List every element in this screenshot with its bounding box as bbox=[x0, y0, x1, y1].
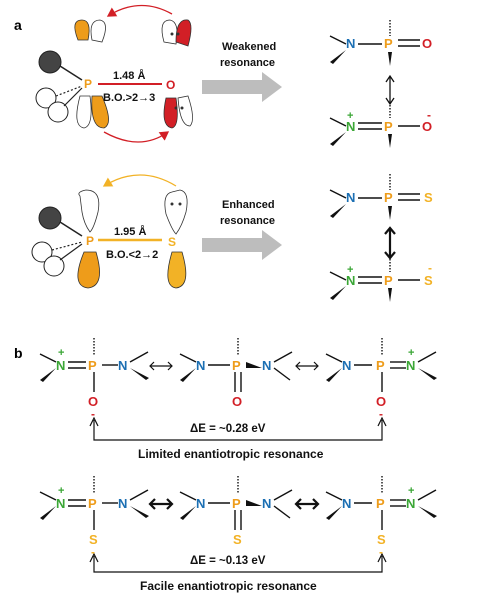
c1-n: N bbox=[118, 496, 127, 511]
orbital-diagram-po bbox=[35, 4, 193, 143]
b2-o: O bbox=[232, 394, 242, 409]
structure-n-plus-p-s-minus bbox=[329, 256, 420, 302]
resonance-arrow-ps bbox=[384, 226, 396, 260]
structure-n-p-double-s bbox=[329, 174, 420, 220]
b2-n-left: N bbox=[196, 358, 205, 373]
p-s2: P bbox=[384, 119, 393, 134]
caption-limited: Limited enantiotropic resonance bbox=[138, 447, 324, 461]
b1-plus: + bbox=[58, 347, 64, 359]
resonance-arrow-po bbox=[385, 74, 395, 106]
weakened-arrow bbox=[202, 72, 282, 102]
b1-o-minus: - bbox=[91, 407, 95, 421]
bond-order-ps: B.O.<2→2 bbox=[106, 249, 158, 261]
structure-n-p-double-o bbox=[329, 20, 420, 66]
p-s4: P bbox=[384, 273, 393, 288]
b3-n-left: N bbox=[342, 358, 351, 373]
weakened-label-line1: Weakened bbox=[222, 41, 276, 53]
atom-o-top: O bbox=[166, 78, 175, 92]
c3-n-left: N bbox=[342, 496, 351, 511]
o-minus-s2: - bbox=[427, 108, 431, 122]
bond-order-po: B.O.>2→3 bbox=[103, 92, 155, 104]
enhanced-label-line1: Enhanced bbox=[222, 199, 275, 211]
atom-p-bottom: P bbox=[86, 234, 94, 248]
b2-p: P bbox=[232, 358, 241, 373]
c2-n-right: N bbox=[262, 496, 271, 511]
enhanced-arrow bbox=[202, 230, 282, 260]
caption-facile: Facile enantiotropic resonance bbox=[140, 579, 317, 593]
c1-plus: + bbox=[58, 485, 64, 497]
c3-s-minus: - bbox=[379, 545, 383, 559]
b1-o: O bbox=[88, 394, 98, 409]
c1-n-plus: N bbox=[56, 496, 65, 511]
o-s2: O bbox=[422, 119, 432, 134]
s-s4: S bbox=[424, 273, 433, 288]
n-plus-s2: + bbox=[347, 110, 353, 122]
c2-n-left: N bbox=[196, 496, 205, 511]
o-s1: O bbox=[422, 36, 432, 51]
n-s2: N bbox=[346, 119, 355, 134]
bond-length-ps: 1.95 Å bbox=[114, 225, 146, 238]
c3-plus: + bbox=[408, 485, 414, 497]
atom-p-top: P bbox=[84, 77, 92, 91]
delta-e-po: ΔE = ~0.28 eV bbox=[190, 423, 266, 435]
n-s3: N bbox=[346, 190, 355, 205]
b3-p: P bbox=[376, 358, 385, 373]
structure-n-plus-p-o-minus bbox=[329, 102, 420, 148]
c3-s: S bbox=[377, 532, 386, 547]
b1-n-plus: N bbox=[56, 358, 65, 373]
panel-label-b: b bbox=[14, 345, 23, 361]
c2-s: S bbox=[233, 532, 242, 547]
panel-label-a: a bbox=[14, 17, 22, 33]
n-s4: N bbox=[346, 273, 355, 288]
b3-o-minus: - bbox=[379, 407, 383, 421]
c2-p: P bbox=[232, 496, 241, 511]
c3-p: P bbox=[376, 496, 385, 511]
b1-p: P bbox=[88, 358, 97, 373]
s-minus-s4: - bbox=[428, 261, 432, 275]
n-s1: N bbox=[346, 36, 355, 51]
s-s3: S bbox=[424, 190, 433, 205]
panel-b-top-bonds bbox=[39, 338, 437, 441]
atom-s-bottom: S bbox=[168, 235, 176, 249]
b3-n-plus: N bbox=[406, 358, 415, 373]
b2-n-right: N bbox=[262, 358, 271, 373]
weakened-label-line2: resonance bbox=[220, 57, 275, 69]
c1-s: S bbox=[89, 532, 98, 547]
c3-n-plus: N bbox=[406, 496, 415, 511]
orbital-diagram-ps bbox=[31, 174, 188, 289]
enhanced-label-line2: resonance bbox=[220, 215, 275, 227]
c1-s-minus: - bbox=[91, 545, 95, 559]
b1-n: N bbox=[118, 358, 127, 373]
panel-b-bottom-bonds bbox=[39, 476, 437, 573]
c1-p: P bbox=[88, 496, 97, 511]
b3-o: O bbox=[376, 394, 386, 409]
b3-plus: + bbox=[408, 347, 414, 359]
delta-e-ps: ΔE = ~0.13 eV bbox=[190, 555, 266, 567]
n-plus-s4: + bbox=[347, 264, 353, 276]
p-s1: P bbox=[384, 36, 393, 51]
p-s3: P bbox=[384, 190, 393, 205]
bond-length-po: 1.48 Å bbox=[113, 69, 145, 82]
